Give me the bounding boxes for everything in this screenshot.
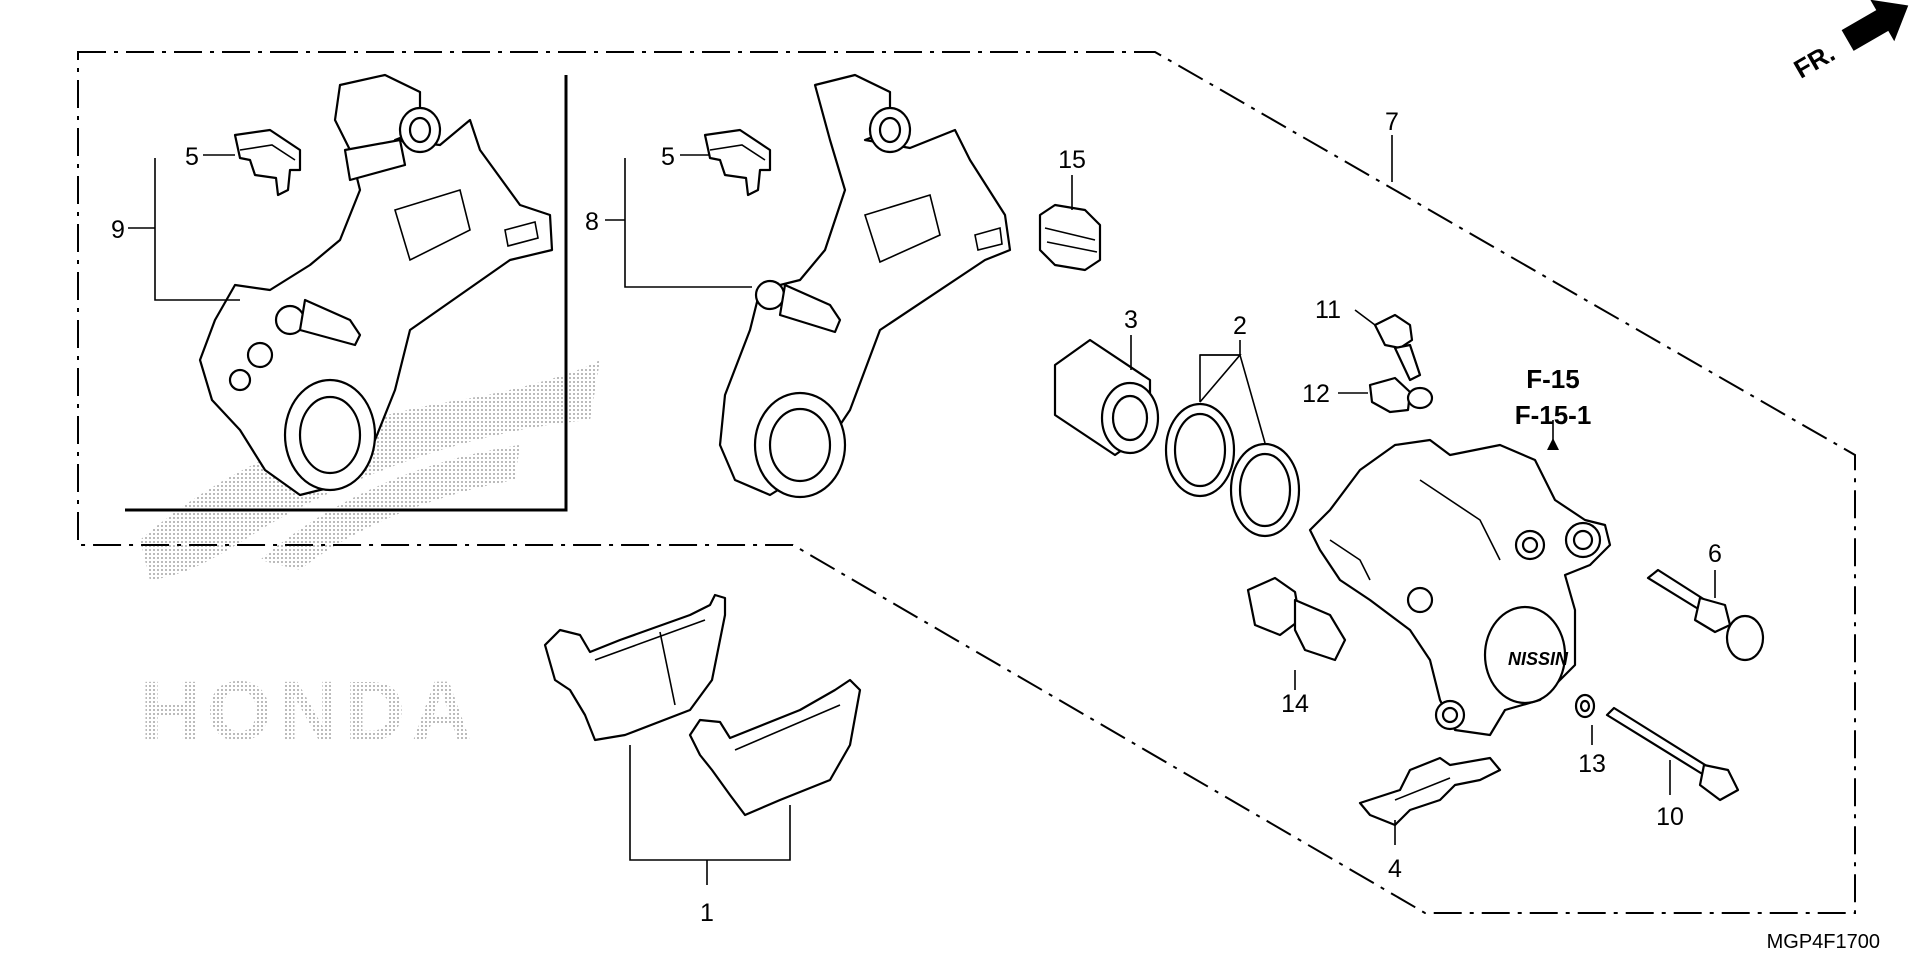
reference-labels: F-15 F-15-1 <box>1515 364 1592 430</box>
leader-lines <box>128 135 1716 885</box>
washer-13 <box>1574 693 1596 719</box>
boot-15 <box>1038 203 1102 272</box>
reference-f15: F-15 <box>1526 364 1579 394</box>
front-direction-label: FR. <box>1789 37 1840 84</box>
piston-seals-2 <box>1164 402 1301 538</box>
callout-labels: 1 2 3 4 5 5 6 7 8 9 10 11 12 13 14 15 <box>111 108 1722 927</box>
slide-pin-6 <box>1646 568 1765 662</box>
callout-3: 3 <box>1124 306 1138 334</box>
callout-14: 14 <box>1281 690 1309 718</box>
pad-spring-clip-5b <box>703 128 772 197</box>
callout-5b: 5 <box>661 143 675 171</box>
kit-border <box>77 51 1856 914</box>
callout-8: 8 <box>585 208 599 236</box>
reference-f15-1: F-15-1 <box>1515 400 1592 430</box>
caliper-mark-text: NISSIN <box>1508 649 1569 669</box>
caliper-bracket-9 <box>198 73 554 497</box>
front-direction-indicator: FR. <box>1789 0 1909 84</box>
callout-12: 12 <box>1302 380 1330 408</box>
callout-2: 2 <box>1233 312 1247 340</box>
part-9-frame <box>125 75 568 512</box>
callout-15: 15 <box>1058 146 1086 174</box>
pad-spring-4 <box>1358 756 1502 827</box>
caliper-bracket-8 <box>718 73 1012 499</box>
watermark-logo: HONDA <box>140 360 600 758</box>
watermark-text: HONDA <box>140 664 478 758</box>
brake-pads-1 <box>543 593 862 817</box>
callout-13: 13 <box>1578 750 1606 778</box>
pad-pin-10 <box>1605 706 1740 802</box>
slide-pin-14 <box>1246 576 1347 662</box>
pad-spring-clip-5a <box>233 128 302 197</box>
bleeder-cap-12 <box>1368 376 1434 414</box>
callout-6: 6 <box>1708 540 1722 568</box>
callout-4: 4 <box>1388 855 1402 883</box>
callout-7: 7 <box>1385 108 1399 136</box>
front-arrow-icon <box>1841 0 1909 51</box>
caliper-body-7: NISSIN <box>1308 438 1612 737</box>
callout-5a: 5 <box>185 143 199 171</box>
bleeder-11 <box>1373 313 1422 382</box>
drawing-code: MGP4F1700 <box>1767 931 1880 953</box>
callout-1: 1 <box>700 899 714 927</box>
callout-9: 9 <box>111 216 125 244</box>
callout-10: 10 <box>1656 803 1684 831</box>
reference-arrow <box>1547 438 1559 450</box>
callout-11: 11 <box>1315 296 1341 324</box>
piston-3 <box>1053 338 1160 457</box>
